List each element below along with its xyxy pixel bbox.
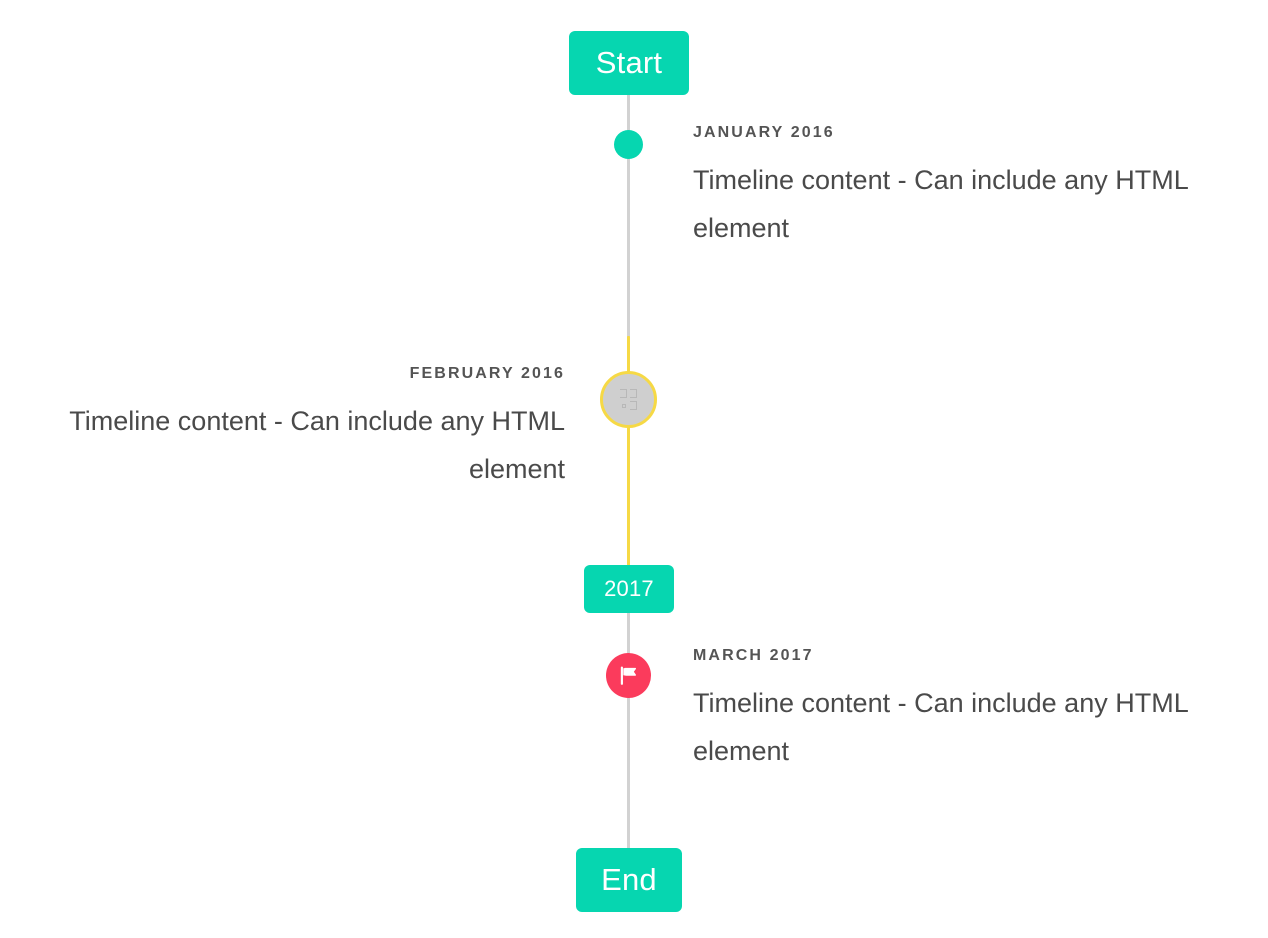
timeline-event-body: JANUARY 2016 Timeline content - Can incl… bbox=[693, 124, 1233, 252]
flag-icon bbox=[617, 664, 640, 687]
timeline-end-badge[interactable]: End bbox=[576, 848, 682, 912]
timeline-rail-highlight-upper bbox=[627, 336, 630, 376]
timeline-rail-highlight-lower bbox=[627, 424, 630, 569]
timeline-event-body: MARCH 2017 Timeline content - Can includ… bbox=[693, 647, 1233, 775]
timeline-rail-lower bbox=[627, 610, 630, 854]
timeline-year-divider-badge[interactable]: 2017 bbox=[584, 565, 674, 613]
timeline-start-badge[interactable]: Start bbox=[569, 31, 689, 95]
timeline-event-date: FEBRUARY 2016 bbox=[409, 365, 565, 382]
timeline-event-body: FEBRUARY 2016 Timeline content - Can inc… bbox=[25, 365, 565, 493]
timeline-marker-missing-glyph-icon[interactable] bbox=[600, 371, 657, 428]
timeline-marker-flag-icon[interactable] bbox=[606, 653, 651, 698]
timeline-event-text: Timeline content - Can include any HTML … bbox=[693, 165, 1188, 244]
timeline-event-text: Timeline content - Can include any HTML … bbox=[693, 688, 1188, 767]
missing-glyph-icon bbox=[620, 389, 637, 410]
timeline-event-date: MARCH 2017 bbox=[693, 647, 814, 664]
timeline-event-date: JANUARY 2016 bbox=[693, 124, 835, 141]
timeline-rail-upper bbox=[627, 92, 630, 338]
timeline-event-text: Timeline content - Can include any HTML … bbox=[69, 406, 565, 485]
timeline-marker-dot-icon[interactable] bbox=[614, 130, 643, 159]
